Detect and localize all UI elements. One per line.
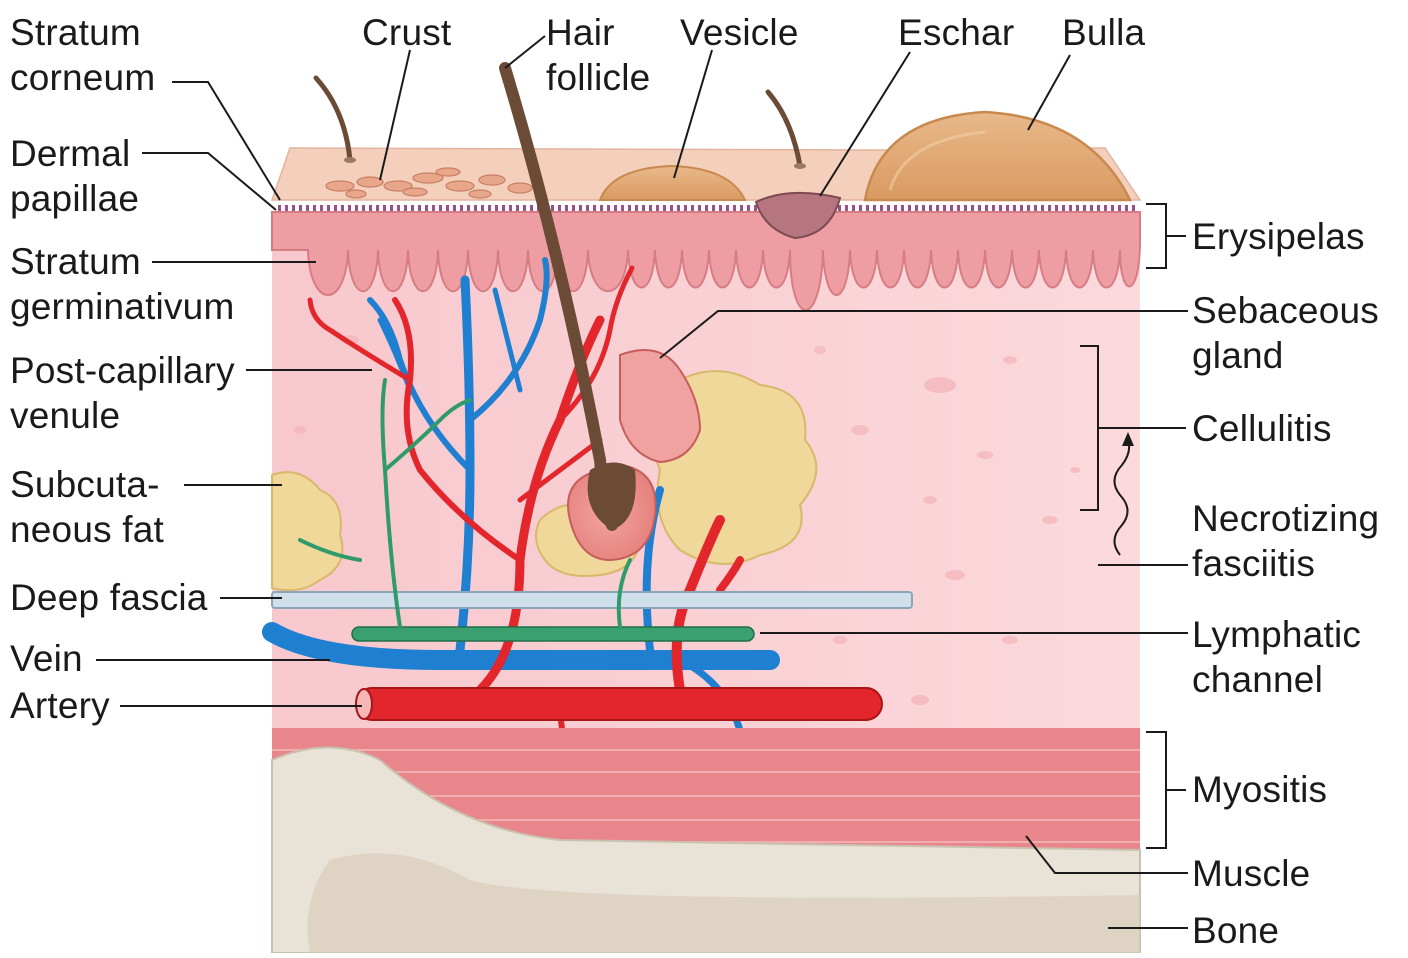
label-vein: Vein xyxy=(10,636,83,681)
erysipelas-bracket xyxy=(1146,204,1186,268)
label-stratum-corneum: Stratum corneum xyxy=(10,10,155,100)
label-vesicle: Vesicle xyxy=(680,10,799,55)
label-post-capillary-venule: Post-capillary venule xyxy=(10,348,235,438)
label-sebaceous-gland: Sebaceous gland xyxy=(1192,288,1379,378)
label-muscle: Muscle xyxy=(1192,851,1310,896)
label-dermal-papillae: Dermal papillae xyxy=(10,131,139,221)
label-lymphatic-channel: Lymphatic channel xyxy=(1192,612,1361,702)
label-eschar: Eschar xyxy=(898,10,1014,55)
label-bulla: Bulla xyxy=(1062,10,1145,55)
label-erysipelas: Erysipelas xyxy=(1192,214,1365,259)
label-myositis: Myositis xyxy=(1192,767,1327,812)
bulla xyxy=(865,112,1130,200)
label-bone: Bone xyxy=(1192,908,1279,953)
lymphatic-channel xyxy=(352,627,754,641)
label-cellulitis: Cellulitis xyxy=(1192,406,1332,451)
main-artery xyxy=(356,688,882,720)
myositis-bracket xyxy=(1146,732,1186,848)
deep-fascia xyxy=(272,592,912,608)
label-hair-follicle: Hair follicle xyxy=(546,10,650,100)
label-stratum-germinativum: Stratum germinativum xyxy=(10,239,234,329)
label-subcutaneous-fat: Subcuta- neous fat xyxy=(10,462,164,552)
label-crust: Crust xyxy=(362,10,451,55)
label-deep-fascia: Deep fascia xyxy=(10,575,208,620)
label-necrotizing-fasciitis: Necrotizing fasciitis xyxy=(1192,496,1379,586)
label-artery: Artery xyxy=(10,683,110,728)
